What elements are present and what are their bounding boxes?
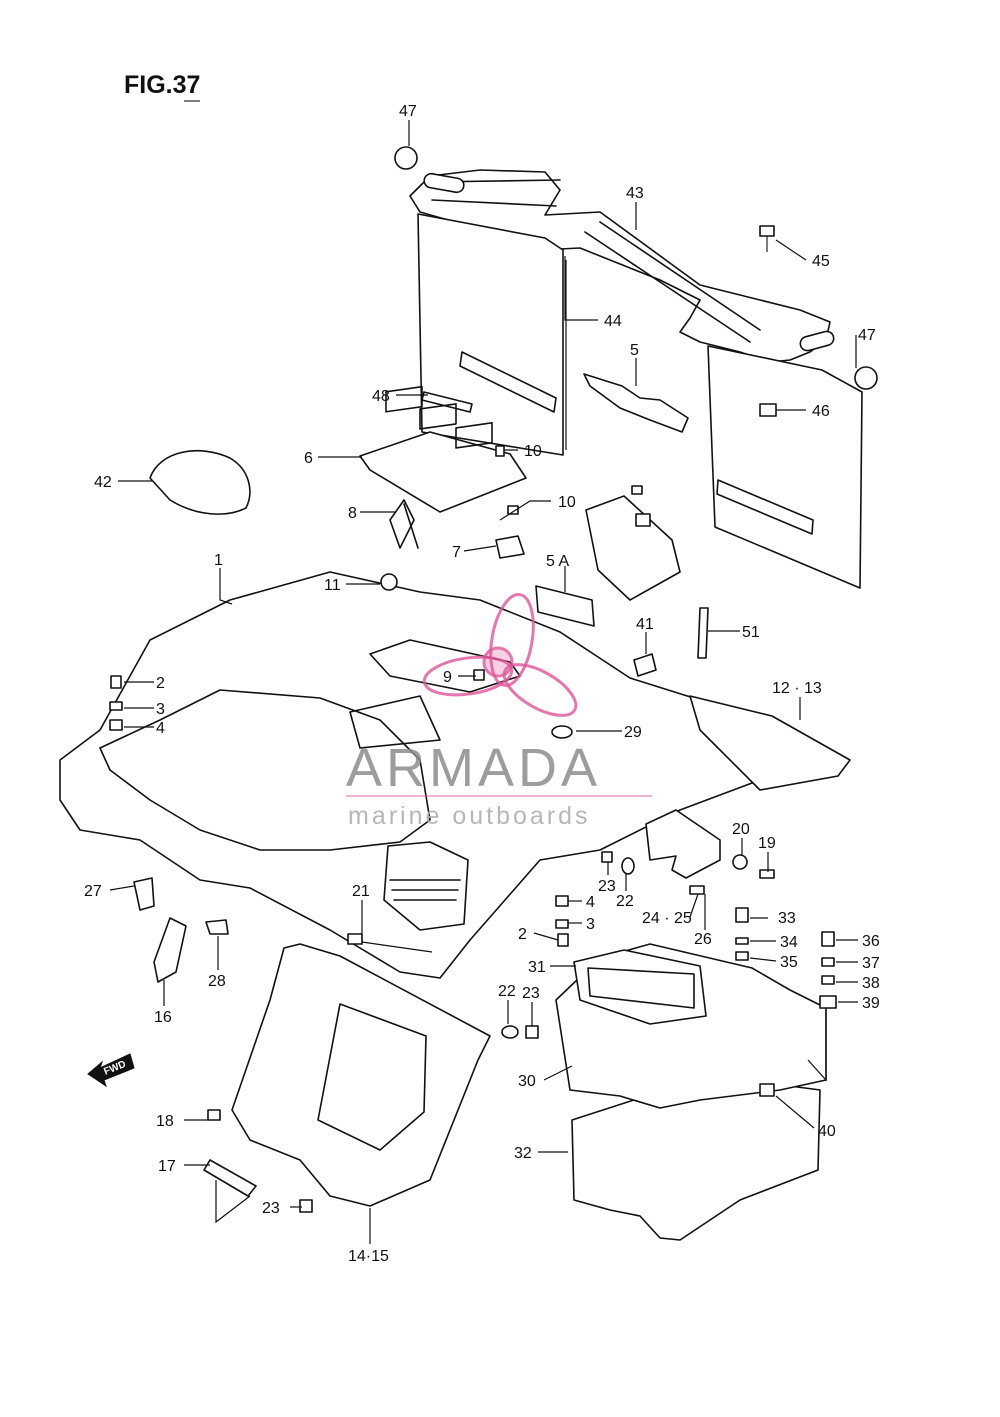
fasteners — [109, 445, 837, 1213]
callout-label: 44 — [604, 313, 622, 330]
callout-label: 45 — [812, 253, 830, 270]
washer-20 — [732, 854, 748, 870]
plate-17 — [203, 1159, 257, 1197]
callout-label: 26 — [694, 931, 712, 948]
watermark: ARMADA marine outboards — [346, 593, 652, 830]
cover-32 — [571, 1081, 821, 1241]
callout-label: 31 — [528, 959, 546, 976]
callout-label: 43 — [626, 185, 644, 202]
callout-label: 35 — [780, 954, 798, 971]
callout-label: 19 — [758, 835, 776, 852]
callout-label: 4 — [156, 720, 165, 737]
watermark-brand: ARMADA — [346, 738, 601, 798]
bracket-8 — [389, 499, 419, 549]
callout-label: 20 — [732, 821, 750, 838]
callout-label: 18 — [156, 1113, 174, 1130]
callout-label: 23 — [598, 878, 616, 895]
callout-label: 37 — [862, 955, 880, 972]
strip-51 — [697, 607, 709, 659]
callout-label: 38 — [862, 975, 880, 992]
callout-label: 42 — [94, 474, 112, 491]
warning-label — [383, 841, 469, 931]
callout-label: 23 — [262, 1200, 280, 1217]
callout-label: 4 — [586, 894, 595, 911]
callout-label: 27 — [84, 883, 102, 900]
callout-label: 34 — [780, 934, 798, 951]
callout-label: 17 — [158, 1158, 176, 1175]
mud-flap-right — [707, 345, 863, 589]
watermark-logo-icon — [422, 593, 578, 717]
callout-label: 47 — [399, 103, 417, 120]
inner-fender — [231, 943, 491, 1207]
callout-label: 24 · 25 — [642, 910, 692, 927]
callout-label: 39 — [862, 995, 880, 1012]
callout-label: 5 A — [546, 553, 569, 570]
callout-labels: 47 43 45 44 47 5 48 46 10 6 42 10 8 7 1 … — [84, 103, 880, 1265]
callout-label: 23 — [522, 985, 540, 1002]
callout-label: 3 — [586, 916, 595, 933]
rack-cap-right — [854, 366, 878, 390]
callout-label: 9 — [443, 669, 452, 686]
callout-label: 46 — [812, 403, 830, 420]
callout-label: 2 — [156, 675, 165, 692]
callout-label: 28 — [208, 973, 226, 990]
callout-label: 6 — [304, 450, 313, 467]
pad-41 — [633, 653, 657, 677]
badge-5A — [535, 585, 595, 627]
callout-label: 1 — [214, 552, 223, 569]
callout-label: 41 — [636, 616, 654, 633]
callout-label: 51 — [742, 624, 760, 641]
callout-label: 11 — [324, 577, 341, 594]
mud-flap-left — [417, 213, 564, 456]
callout-label: 21 — [352, 883, 370, 900]
bracket-24 — [645, 809, 721, 879]
callout-label: 10 — [524, 443, 542, 460]
storage-tray — [359, 385, 527, 513]
callout-label: 36 — [862, 933, 880, 950]
callout-label: 40 — [818, 1123, 836, 1140]
figure-title: FIG.37 — [124, 71, 200, 99]
callout-label: 30 — [518, 1073, 536, 1090]
part-27 — [133, 877, 155, 911]
emblem-plate — [689, 695, 851, 791]
rack-nut — [759, 403, 777, 417]
clip-7 — [495, 535, 525, 559]
forward-arrow: FWD — [87, 1053, 135, 1088]
rack-bolt — [759, 225, 775, 252]
callout-label: 29 — [624, 724, 642, 741]
callout-label: 8 — [348, 505, 357, 522]
callout-label: 5 — [630, 342, 639, 359]
callout-label: 33 — [778, 910, 796, 927]
callout-label: 22 — [616, 893, 634, 910]
callout-label: 3 — [156, 701, 165, 718]
reflector-16 — [153, 917, 187, 983]
tool-bag — [149, 449, 251, 515]
stay-bracket — [585, 495, 681, 601]
callout-label: 47 — [858, 327, 876, 344]
emblem-5 — [583, 373, 689, 433]
callout-label: 14·15 — [348, 1248, 389, 1265]
callout-label: 10 — [558, 494, 576, 511]
battery-case — [555, 943, 827, 1241]
callout-label: 16 — [154, 1009, 172, 1026]
rack-cap-left — [394, 146, 418, 170]
callout-label: 32 — [514, 1145, 532, 1162]
part-28 — [205, 919, 229, 935]
leader-lines — [109, 120, 858, 1244]
callout-label: 22 — [498, 983, 516, 1000]
callout-label: 48 — [372, 388, 390, 405]
callout-label: 12 · 13 — [772, 680, 822, 697]
callout-label: 7 — [452, 544, 461, 561]
callout-label: 2 — [518, 926, 527, 943]
watermark-tagline: marine outboards — [348, 802, 591, 830]
